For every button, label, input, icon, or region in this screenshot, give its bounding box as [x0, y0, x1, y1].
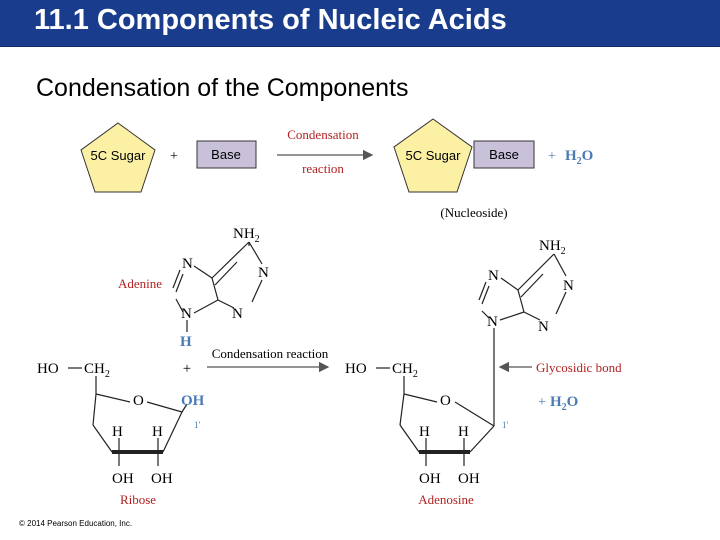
- adenosine-ch2: CH2: [392, 361, 418, 380]
- plus-sign: +: [170, 149, 178, 164]
- ribose-oh-right: OH: [151, 471, 173, 487]
- left-plus: +: [183, 361, 191, 377]
- adenosine-nh2: NH2: [539, 238, 566, 257]
- reactant-base: Base: [196, 140, 257, 169]
- product-sugar: 5C Sugar: [393, 118, 473, 193]
- water-plus: +: [548, 149, 556, 164]
- adenosine-base: [478, 253, 567, 426]
- adenosine-ho: HO: [345, 361, 367, 377]
- reactant-sugar: 5C Sugar: [80, 122, 156, 193]
- water-formula: H2O: [565, 148, 593, 167]
- adenosine-oh-right: OH: [458, 471, 480, 487]
- adenosine-h-left: H: [419, 424, 430, 440]
- slide-subtitle: Condensation of the Components: [36, 74, 409, 102]
- slide-title: 11.1 Components of Nucleic Acids: [34, 4, 507, 36]
- ribose-molecule: [68, 367, 188, 466]
- glycosidic-label: Glycosidic bond: [536, 360, 622, 375]
- ribose-ch2: CH2: [84, 361, 110, 380]
- ribose-h-left: H: [112, 424, 123, 440]
- adenosine-n1: N: [563, 278, 574, 294]
- adenosine-ribose: [376, 367, 495, 466]
- reaction-label: reaction: [302, 161, 344, 176]
- adenosine-o: O: [440, 393, 451, 409]
- copyright-notice: © 2014 Pearson Education, Inc.: [19, 519, 133, 528]
- adenine-n7: N: [182, 256, 193, 272]
- adenine-n9: N: [181, 306, 192, 322]
- blue-h: H: [180, 334, 192, 350]
- base-label: Base: [211, 147, 241, 162]
- adenosine-n3: N: [538, 319, 549, 335]
- ribose-label: Ribose: [120, 492, 156, 507]
- sugar-label: 5C Sugar: [91, 148, 147, 163]
- adenosine-h-right: H: [458, 424, 469, 440]
- adenine-label: Adenine: [118, 276, 162, 291]
- adenine-nh2: NH2: [233, 226, 260, 245]
- ribose-ho: HO: [37, 361, 59, 377]
- blue-oh: OH: [181, 393, 205, 409]
- title-bar: 11.1 Components of Nucleic Acids: [0, 0, 720, 47]
- adenine-n3: N: [232, 306, 243, 322]
- nucleoside-label: (Nucleoside): [440, 205, 507, 220]
- adenosine-n7: N: [488, 268, 499, 284]
- condensation-label: Condensation: [287, 127, 359, 142]
- ribose-prime: 1': [194, 420, 201, 430]
- adenosine-oh-left: OH: [419, 471, 441, 487]
- adenosine-label: Adenosine: [418, 492, 474, 507]
- ribose-oh-left: OH: [112, 471, 134, 487]
- ribose-o: O: [133, 393, 144, 409]
- product-base-label: Base: [489, 147, 519, 162]
- product-sugar-label: 5C Sugar: [406, 148, 462, 163]
- adenosine-prime: 1': [502, 420, 509, 430]
- right-water-formula: H2O: [550, 394, 578, 413]
- product-base: Base: [473, 140, 535, 169]
- right-water-plus: +: [538, 395, 546, 410]
- adenosine-n9: N: [487, 314, 498, 330]
- ribose-h-right: H: [152, 424, 163, 440]
- adenine-molecule: [172, 241, 263, 332]
- condensation-reaction-label: Condensation reaction: [212, 346, 329, 361]
- adenine-n1: N: [258, 265, 269, 281]
